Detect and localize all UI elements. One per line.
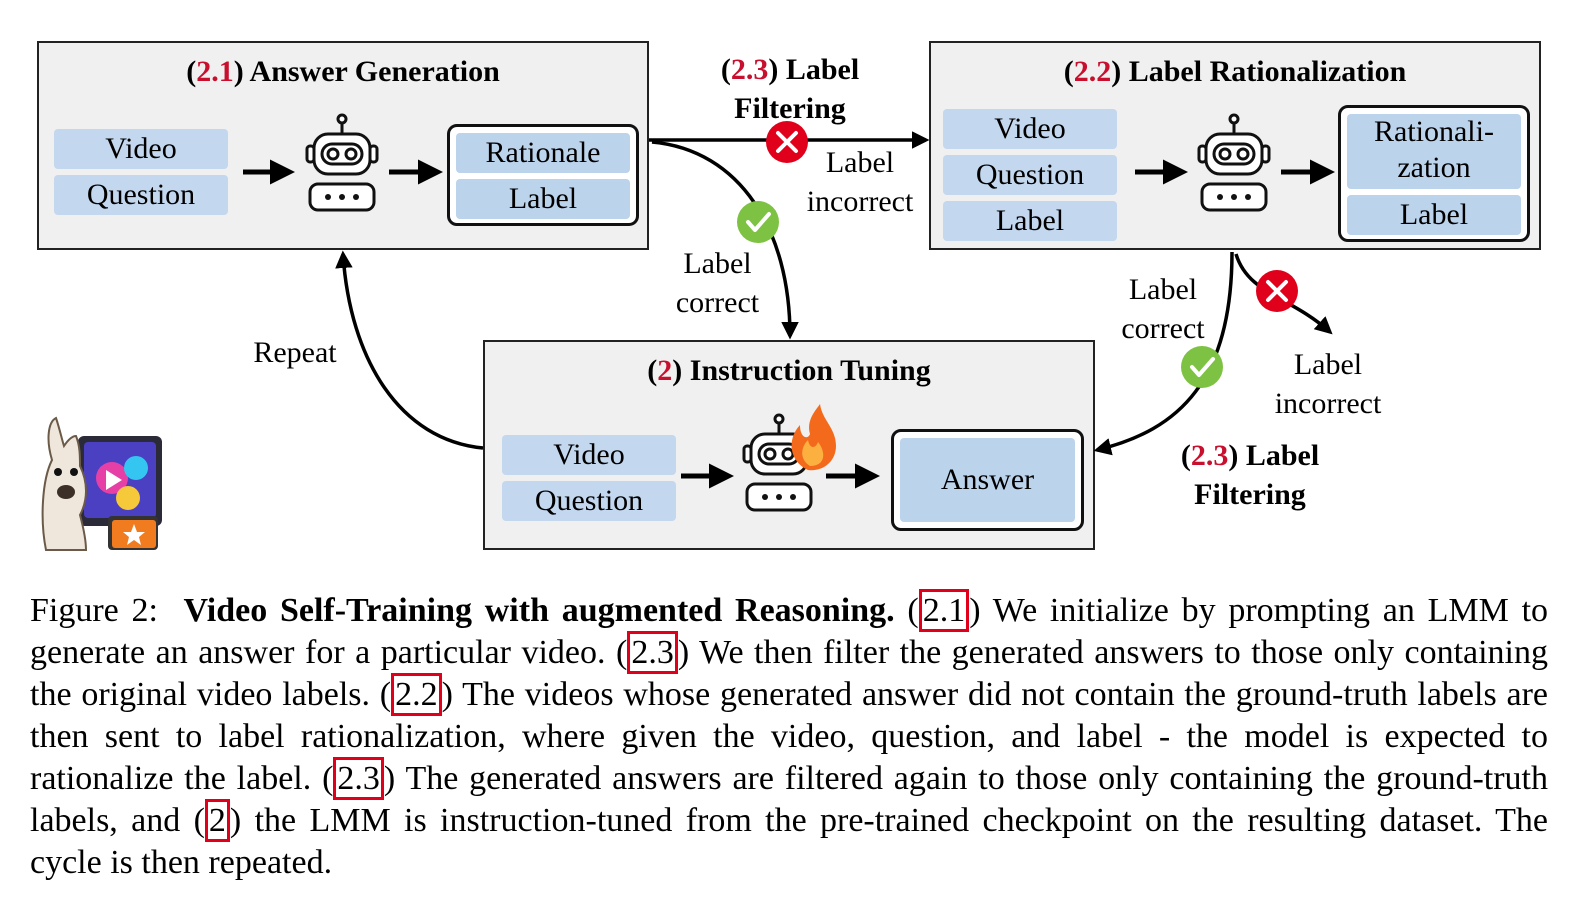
caption-text: the LMM is instruction-tuned from the pr… (30, 802, 1549, 881)
label-rationalization-title: (2.2) Label Rationalization (1063, 55, 1407, 88)
caption-text: The generated answers are filtered again… (30, 760, 1548, 839)
instruction-tuning-title: (2) Instruction Tuning (647, 354, 931, 387)
caption-ref: 2.3 (627, 631, 678, 674)
edge-label-repeat: Repeat (253, 336, 337, 369)
caption-ref: 2 (204, 799, 230, 842)
output-answer: Answer (900, 438, 1075, 522)
label-filtering-right: (2.3) Label Filtering (1180, 439, 1320, 511)
input-video: Video (943, 109, 1117, 149)
input-video: Video (54, 129, 228, 169)
edge-label-correct-right: Label correct (1121, 273, 1205, 345)
caption-ref: 2.3 (333, 757, 384, 800)
output-label: Label (1347, 195, 1521, 235)
input-video: Video (502, 435, 676, 475)
check-icon (737, 201, 779, 243)
edge-label-correct-left: Label correct (675, 247, 760, 319)
label-rationalization-output: Rationali- zation Label (1338, 105, 1530, 242)
caption-text: The videos whose generated answer did no… (30, 676, 1548, 797)
output-rationalization: Rationali- zation (1347, 114, 1521, 189)
robot-icon (1197, 113, 1271, 212)
answer-generation-title: (2.1) Answer Generation (186, 55, 500, 88)
caption-ref: 2.2 (391, 673, 442, 716)
cross-icon (1256, 270, 1298, 312)
output-rationale: Rationale (456, 133, 630, 173)
llama-logo (41, 416, 162, 551)
robot-icon (305, 113, 379, 212)
input-question: Question (502, 481, 676, 521)
figure-caption: Figure 2: Video Self-Training with augme… (30, 589, 1549, 884)
caption-text: We initialize by prompting an LMM to gen… (30, 592, 1549, 671)
answer-generation-output: Rationale Label (447, 124, 639, 226)
instruction-tuning-output: Answer (891, 429, 1084, 531)
caption-text: We then filter the generated answers to … (30, 634, 1548, 713)
check-icon (1181, 346, 1223, 388)
flame-icon (791, 404, 836, 471)
caption-title: Video Self-Training with augmented Reaso… (183, 592, 895, 629)
caption-prefix: Figure 2: (30, 592, 158, 629)
input-question: Question (943, 155, 1117, 195)
label-filtering-top: (2.3) Label Filtering (720, 53, 860, 125)
input-label: Label (943, 201, 1117, 241)
edge-label-incorrect-right: Label incorrect (1274, 348, 1382, 420)
answer-generation-box: (2.1) Answer Generation Video Question R… (37, 41, 649, 250)
edge-label-incorrect-top: Label incorrect (806, 146, 914, 218)
input-question: Question (54, 175, 228, 215)
caption-ref: 2.1 (918, 589, 970, 632)
cross-icon (766, 121, 808, 163)
output-label: Label (456, 179, 630, 219)
instruction-tuning-box: (2) Instruction Tuning Video Question An… (483, 340, 1095, 550)
